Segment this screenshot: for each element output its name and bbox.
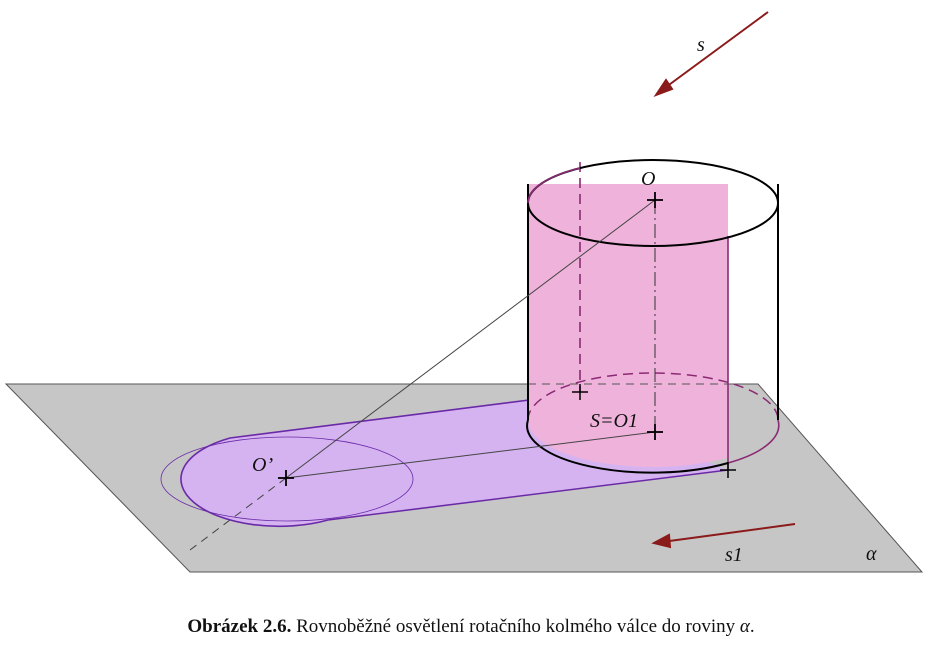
figure-caption: Obrázek 2.6. Rovnoběžné osvětlení rotačn… [0, 616, 942, 638]
point-s-o1-marker [647, 424, 663, 440]
label-s1: s1 [725, 544, 743, 566]
caption-end: . [749, 616, 755, 637]
point-o-marker [647, 192, 663, 208]
cylinder-lit-surface [528, 184, 728, 467]
cylinder-bottom-front-arc [526, 419, 729, 474]
shadow-top-circle [160, 436, 414, 522]
light-direction-arrow-s [653, 11, 769, 98]
label-o: O [641, 168, 655, 190]
label-s: s [697, 34, 705, 56]
light-ray-o [285, 199, 656, 479]
point-o-prime-marker [278, 470, 294, 486]
caption-text: Rovnoběžné osvětlení rotačního kolmého v… [291, 616, 740, 637]
label-alpha: α [866, 543, 877, 565]
light-ray-o-ext [189, 477, 287, 551]
projection-line [285, 431, 656, 479]
caption-number: Obrázek 2.6. [187, 616, 292, 637]
hidden-bottom-arc [527, 372, 779, 421]
shadow-outline [180, 397, 729, 528]
label-o-prime: O’ [252, 454, 273, 476]
projected-direction-arrow-s1 [651, 523, 796, 549]
cylinder-bottom-front-arc-right [727, 419, 780, 464]
tangent-point-left-marker [572, 384, 588, 400]
label-s-o1: S=O1 [590, 410, 638, 432]
tangent-point-right-marker [720, 462, 736, 478]
caption-variable: α [739, 616, 750, 637]
cylinder-top-lit-arc [527, 167, 581, 204]
